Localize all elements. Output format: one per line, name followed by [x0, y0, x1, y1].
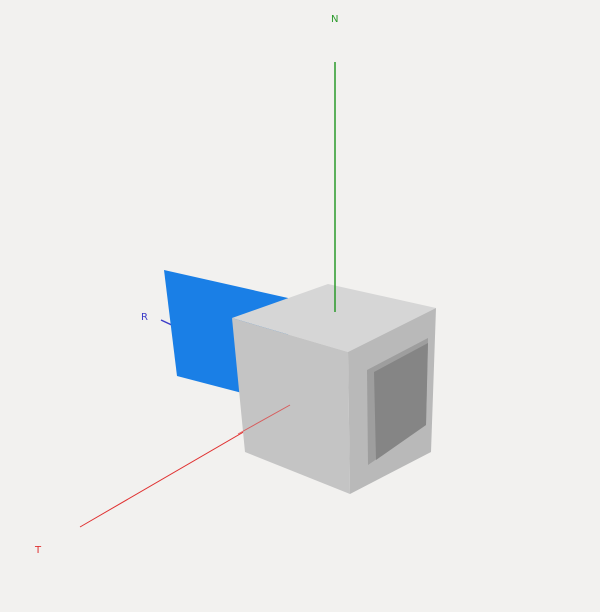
cube-top-face	[232, 284, 436, 352]
n-axis-label: N	[331, 14, 339, 25]
r-axis-label: R	[141, 312, 148, 323]
cube-front-face	[232, 318, 350, 494]
t-axis-inner-segment	[237, 404, 291, 435]
side-plate	[374, 343, 428, 460]
t-axis-label: T	[35, 545, 42, 556]
